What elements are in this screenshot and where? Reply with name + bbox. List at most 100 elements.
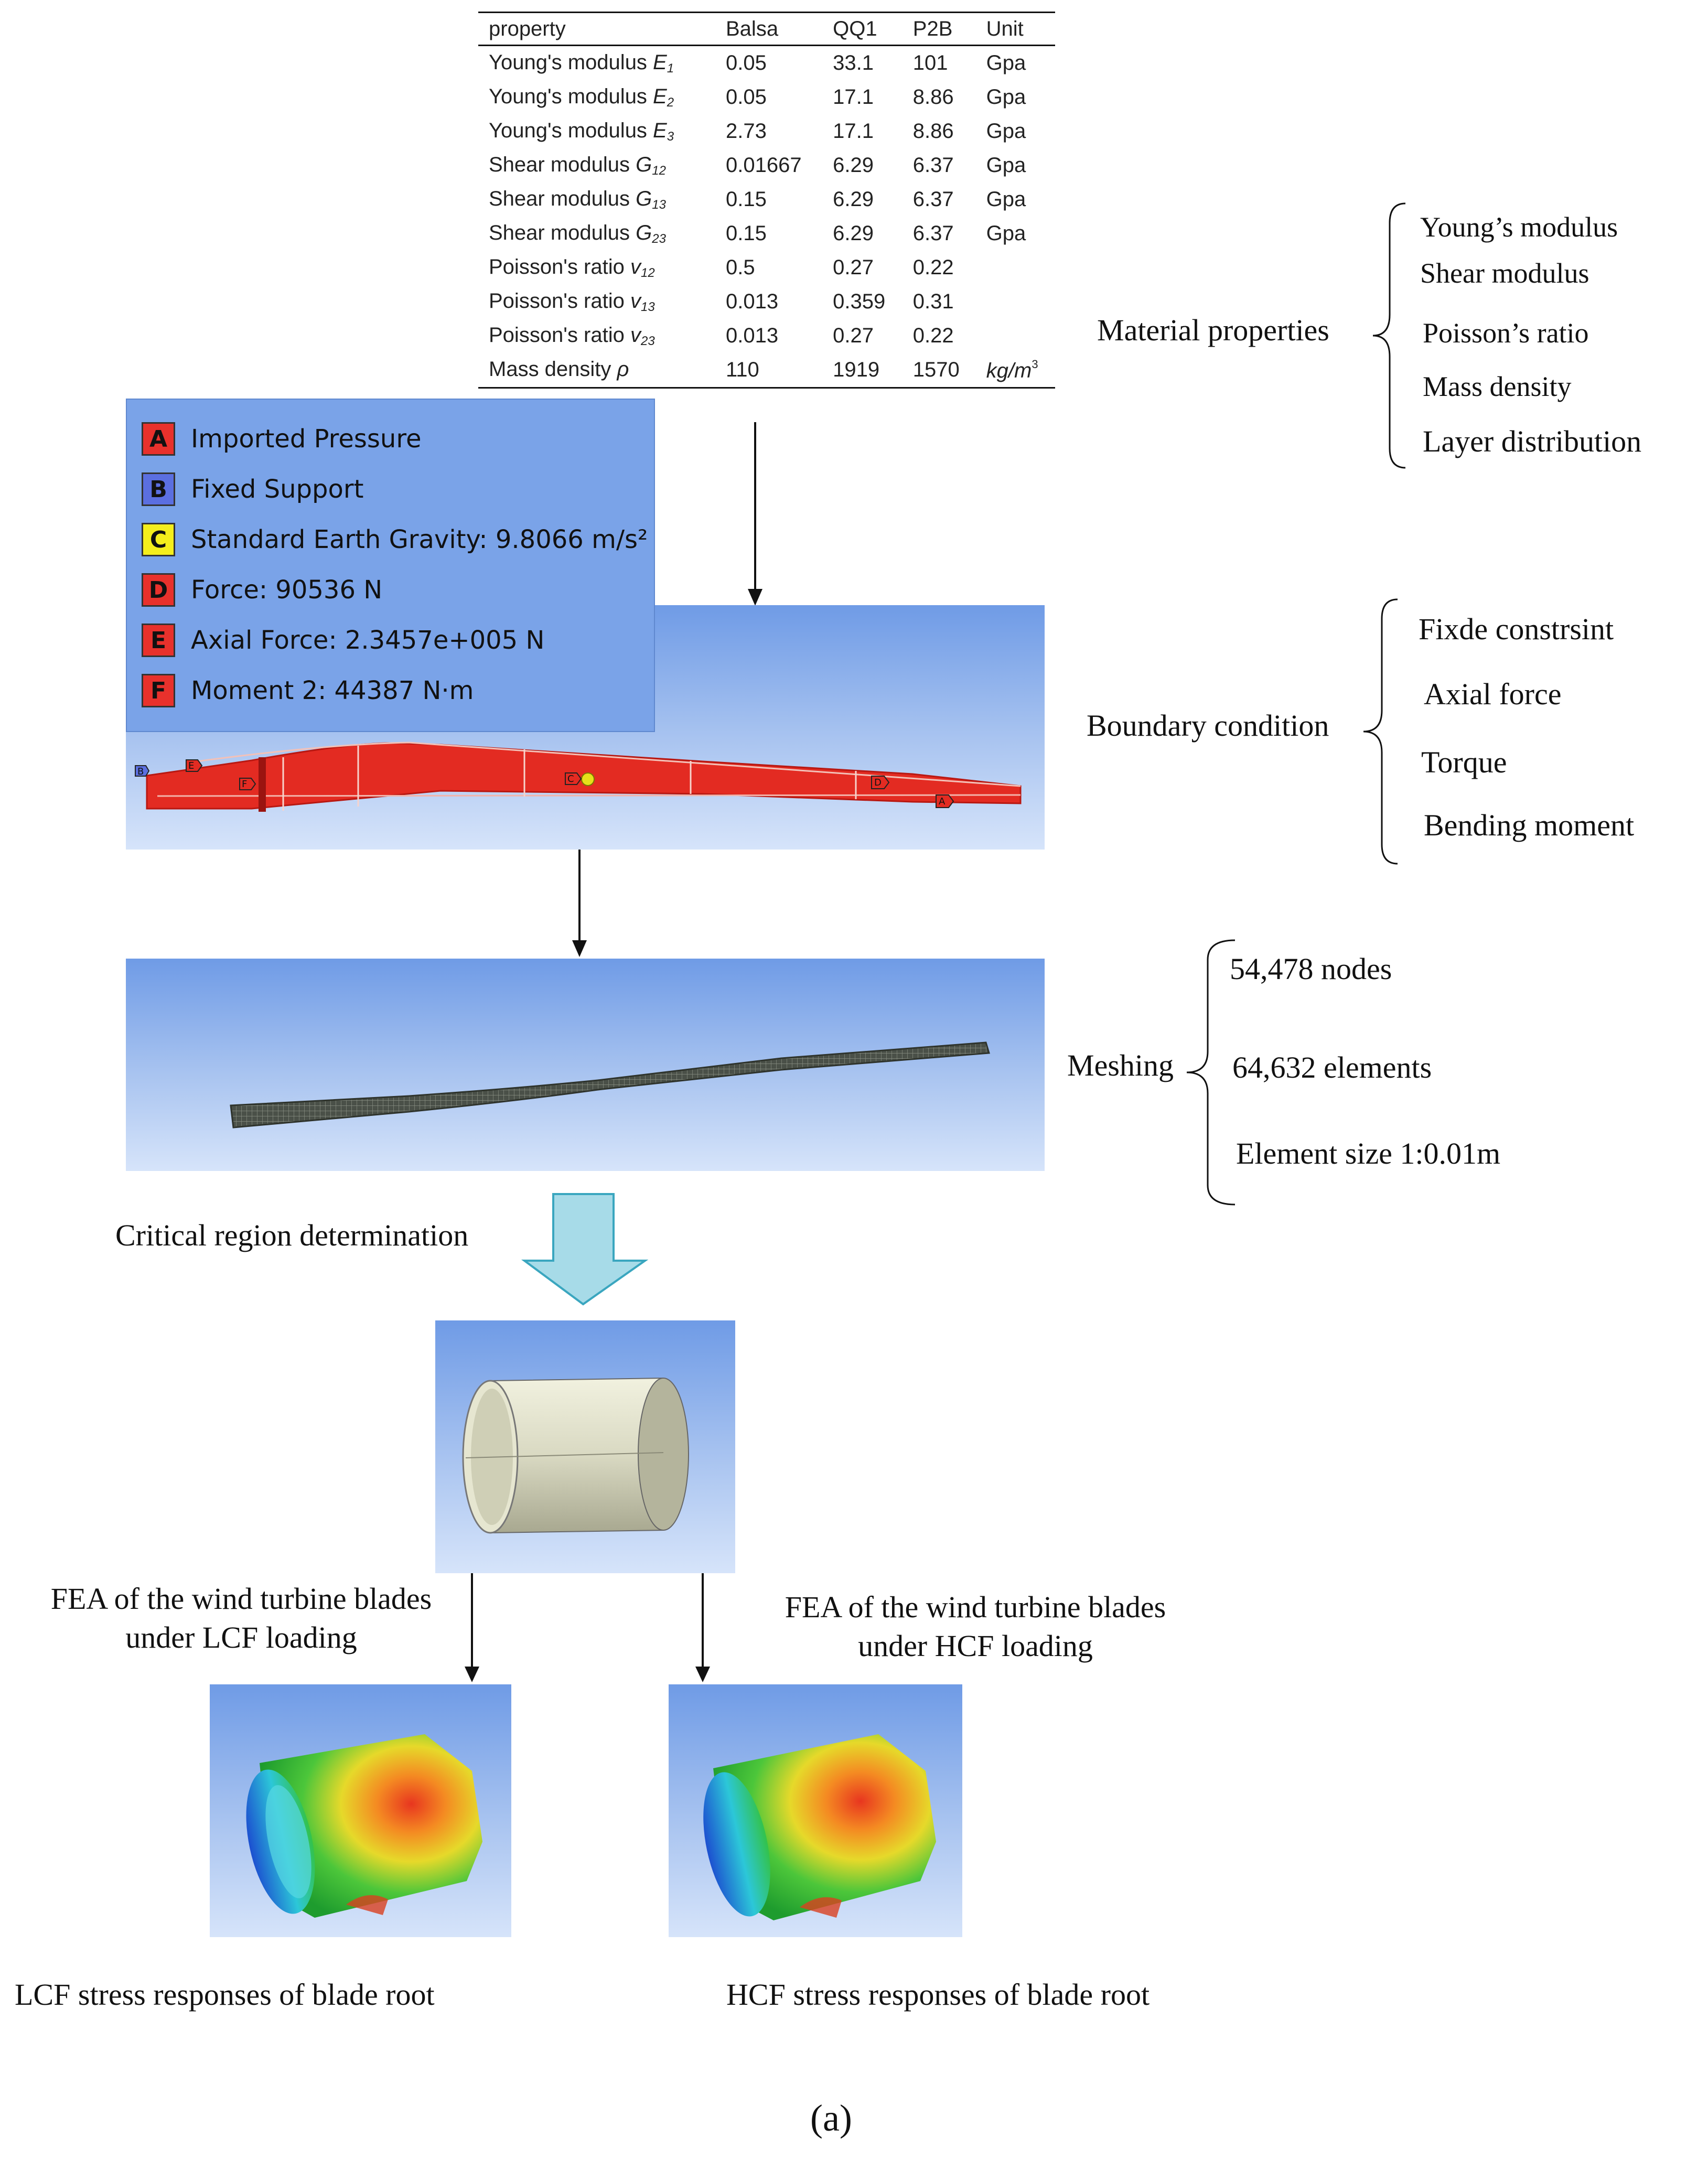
- value-cell: 6.29: [822, 148, 903, 182]
- value-cell: Gpa: [976, 148, 1055, 182]
- material-item: Young’s modulus: [1420, 211, 1618, 243]
- cell-value: Gpa: [986, 222, 1026, 245]
- legend-letter: E: [142, 624, 175, 657]
- value-cell: Gpa: [976, 46, 1055, 81]
- cell-value: 17.1: [833, 120, 874, 143]
- cell-value: 6.29: [833, 222, 874, 245]
- cell-value: 0.5: [726, 256, 755, 279]
- cell-value: 0.013: [726, 324, 779, 347]
- blade-marker: A: [939, 796, 946, 807]
- cell-value: 6.37: [912, 222, 954, 245]
- blade-model: B E F C D A: [135, 742, 1022, 812]
- legend-text: Imported Pressure: [191, 424, 422, 454]
- material-properties-label: Material properties: [1097, 313, 1329, 347]
- property-symbol: v: [630, 289, 641, 313]
- cell-value: 0.22: [912, 256, 954, 279]
- value-cell: 0.27: [822, 251, 903, 285]
- cell-value: 0.013: [726, 290, 779, 313]
- flow-arrow: [748, 422, 762, 606]
- value-cell: 8.86: [903, 80, 976, 114]
- value-cell: 0.013: [715, 285, 822, 319]
- value-cell: 33.1: [822, 46, 903, 81]
- property-name: Shear modulus: [489, 187, 636, 210]
- cell-value: 101: [912, 51, 948, 74]
- critical-region-arrow: [521, 1193, 649, 1306]
- blade-root-cylinder: [462, 1377, 689, 1534]
- value-cell: Gpa: [976, 182, 1055, 217]
- value-cell: 101: [903, 46, 976, 81]
- legend-item: E Axial Force: 2.3457e+005 N: [142, 622, 544, 659]
- property-cell: Poisson's ratio v12: [478, 251, 715, 285]
- table-header-row: property Balsa QQ1 P2B Unit: [478, 12, 1055, 46]
- legend-text: Standard Earth Gravity: 9.8066 m/s²: [191, 525, 648, 554]
- flow-arrow: [465, 1573, 479, 1682]
- meshing-panel: [126, 959, 1045, 1171]
- table-header-cell: Balsa: [715, 12, 823, 46]
- critical-region-label: Critical region determination: [115, 1218, 469, 1252]
- boundary-legend: A Imported Pressure B Fixed Support C St…: [126, 399, 655, 732]
- property-symbol: ρ: [617, 357, 629, 381]
- value-cell: 0.05: [715, 46, 822, 81]
- cell-value: 110: [726, 358, 759, 381]
- value-cell: 0.22: [903, 251, 976, 285]
- fea-lcf-line: FEA of the wind turbine blades: [50, 1582, 432, 1616]
- cell-value: 6.37: [912, 154, 954, 177]
- property-symbol: E: [653, 119, 667, 142]
- property-cell: Young's modulus E3: [478, 114, 715, 148]
- legend-text: Axial Force: 2.3457e+005 N: [191, 626, 545, 655]
- value-cell: 6.29: [822, 217, 903, 251]
- value-cell: Gpa: [976, 80, 1055, 114]
- value-cell: [976, 251, 1055, 285]
- legend-letter: B: [142, 472, 175, 506]
- property-name: Young's modulus: [489, 119, 653, 142]
- legend-letter: D: [142, 573, 175, 607]
- table-header-cell: Unit: [975, 12, 1055, 46]
- fea-hcf-line: under HCF loading: [858, 1629, 1093, 1663]
- fea-hcf-label: FEA of the wind turbine blades under HCF…: [771, 1588, 1180, 1665]
- property-subscript: 13: [640, 299, 655, 314]
- hcf-stress-contour: [703, 1734, 936, 1920]
- unit-superscript: 3: [1032, 357, 1038, 371]
- value-cell: 6.29: [822, 182, 903, 217]
- legend-letter: C: [142, 523, 175, 556]
- property-symbol: G: [636, 221, 652, 244]
- material-item: Mass density: [1423, 371, 1572, 402]
- legend-item: C Standard Earth Gravity: 9.8066 m/s²: [142, 521, 648, 558]
- blade-marker: F: [242, 779, 247, 790]
- property-subscript: 2: [667, 95, 674, 110]
- cell-value: 33.1: [833, 51, 874, 74]
- cell-value: 17.1: [833, 85, 874, 109]
- property-symbol: G: [636, 187, 652, 210]
- cell-value: 0.05: [726, 51, 767, 74]
- meshed-blade: [230, 1041, 990, 1129]
- cell-value: 0.15: [726, 222, 767, 245]
- blade-marker: C: [567, 773, 574, 785]
- property-subscript: 3: [667, 129, 674, 144]
- fea-lcf-line: under LCF loading: [125, 1620, 357, 1654]
- cell-value: Gpa: [986, 85, 1026, 109]
- cell-value: 6.37: [912, 188, 954, 211]
- property-subscript: 23: [640, 334, 655, 348]
- legend-letter: A: [142, 422, 175, 456]
- value-cell: 0.05: [715, 80, 822, 114]
- meshing-item: 64,632 elements: [1232, 1050, 1432, 1084]
- legend-item: B Fixed Support: [142, 471, 363, 508]
- value-cell: 0.15: [715, 217, 822, 251]
- value-cell: 6.37: [903, 148, 976, 182]
- value-cell: 0.31: [903, 285, 976, 319]
- property-subscript: 1: [667, 61, 674, 76]
- material-item: Layer distribution: [1423, 424, 1642, 458]
- cell-value: 2.73: [726, 120, 767, 143]
- cell-value: 8.86: [912, 120, 954, 143]
- property-subscript: 23: [652, 231, 666, 246]
- legend-letter: F: [142, 674, 175, 707]
- hcf-caption: HCF stress responses of blade root: [726, 1978, 1150, 2012]
- flow-arrow: [572, 850, 587, 957]
- cell-value: 0.15: [726, 188, 767, 211]
